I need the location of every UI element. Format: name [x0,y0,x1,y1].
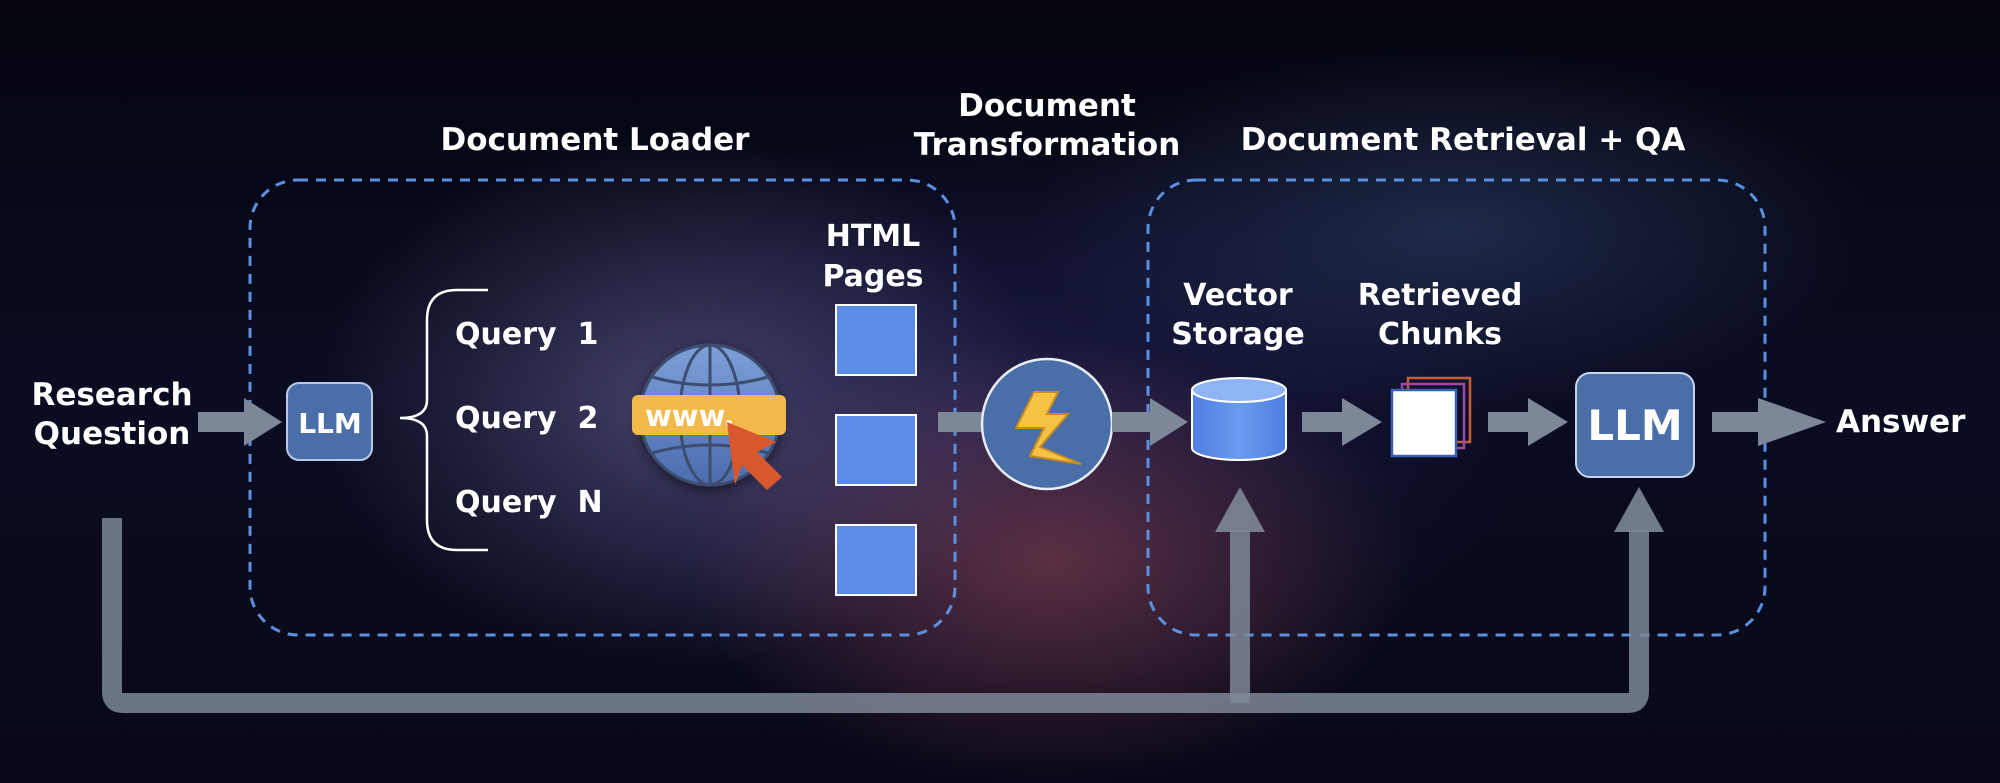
retrieved-chunks-label-line2: Chunks [1378,317,1502,352]
vector-storage-label-line2: Storage [1171,317,1304,352]
cursor-icon [727,422,782,490]
document-retrieval-qa-title: Document Retrieval + QA [1241,122,1686,158]
document-stack-icon [1390,376,1472,458]
query-n-label: Query N [455,485,603,520]
lightning-bolt-icon [1014,391,1082,465]
query-1-label: Query 1 [455,317,598,352]
arrow-chunks-to-llm-shaft [1488,412,1532,432]
research-question-label-line1: Research [31,377,192,413]
html-pages-label-line1: HTML [826,219,921,254]
database-icon [1191,377,1287,461]
html-page-3 [835,524,917,596]
document-loader-title: Document Loader [441,122,751,158]
query-2-label: Query 2 [455,401,598,436]
document-transformation-title-line1: Document [958,88,1136,124]
html-page-2 [835,414,917,486]
arrow-transform-to-storage-shaft [1112,412,1154,432]
arrow-question-to-llm-head [244,398,282,446]
feedback-loop-line [102,518,1649,713]
llm-box-query-generator [286,382,373,461]
vector-storage-label-line1: Vector [1183,278,1293,313]
research-question-label-line2: Question [34,416,191,452]
arrow-storage-to-chunks-shaft [1302,412,1346,432]
document-transformation-title-line2: Transformation [914,127,1181,163]
arrow-pages-to-transform [938,412,982,432]
arrow-llm-to-answer-head [1758,398,1826,446]
arrow-up-to-llm [1614,487,1664,532]
arrow-chunks-to-llm-head [1528,398,1568,446]
llm-box-answer-generator-label: LLM [1587,401,1682,450]
html-pages-label-line2: Pages [822,259,923,294]
retrieved-chunks-label-line1: Retrieved [1358,278,1523,313]
html-page-1 [835,304,917,376]
arrow-question-to-llm-shaft [198,412,248,432]
answer-label: Answer [1836,404,1966,440]
arrow-storage-to-chunks-head [1342,398,1382,446]
query-brace [399,288,488,552]
llm-box-query-generator-label: LLM [298,407,362,440]
arrow-transform-to-storage-head [1150,398,1188,446]
arrow-up-to-vector-storage [1215,487,1265,532]
llm-box-answer-generator [1575,372,1695,478]
arrow-llm-to-answer-shaft [1712,412,1762,432]
www-badge-label: www. [645,399,735,433]
www-badge [632,395,786,435]
